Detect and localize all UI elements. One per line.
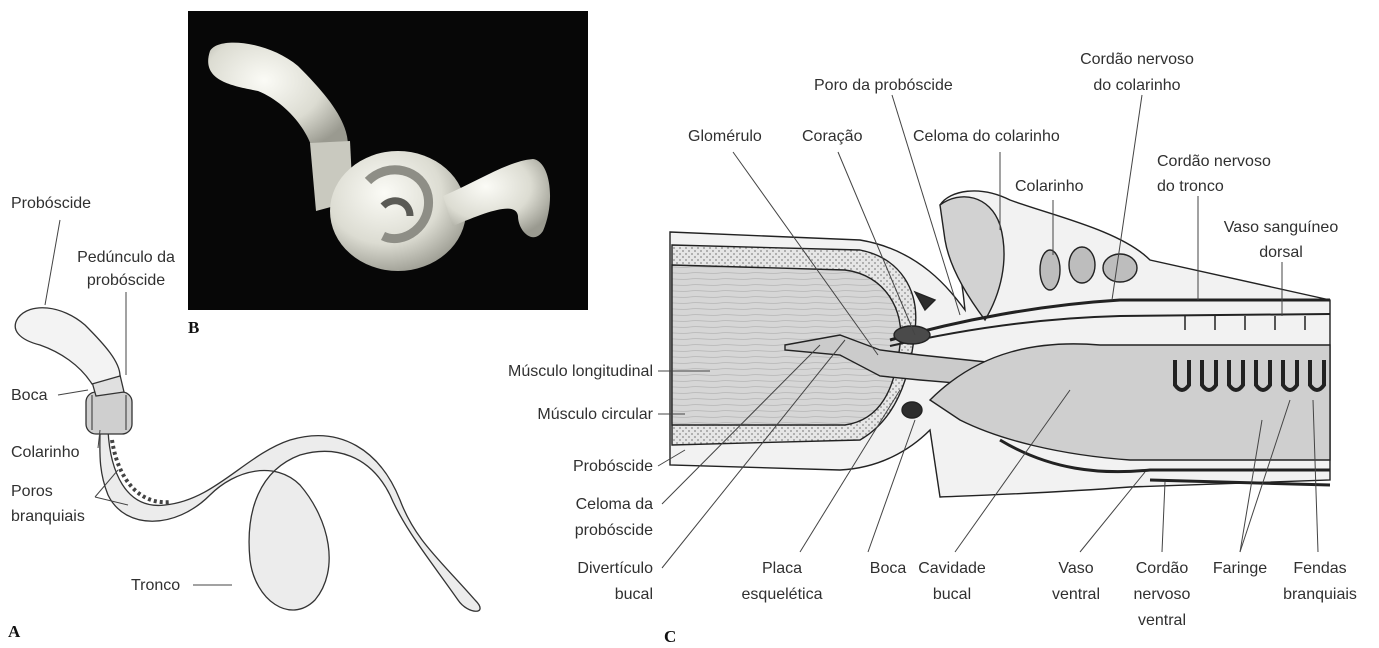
- label-a-gill-pores-1: Poros: [11, 481, 53, 502]
- label-c-longitudinal-muscle: Músculo longitudinal: [440, 361, 653, 382]
- label-a-peduncle-1: Pedúnculo da: [66, 247, 186, 268]
- label-c-buccal-cavity-2: bucal: [902, 584, 1002, 605]
- label-c-trunk-nerve-1: Cordão nervoso: [1157, 151, 1271, 172]
- label-c-collar-nerve-2: do colarinho: [1067, 75, 1207, 96]
- panel-label-a: A: [8, 622, 20, 642]
- label-c-diverticulum-2: bucal: [520, 584, 653, 605]
- label-c-gill-slits-2: branquiais: [1276, 584, 1364, 605]
- label-c-proboscis-pore: Poro da probóscide: [814, 75, 953, 96]
- label-c-ventral-vessel-2: ventral: [1040, 584, 1112, 605]
- label-c-proboscis-coelom-1: Celoma da: [520, 494, 653, 515]
- label-c-ventral-nerve-3: ventral: [1120, 610, 1204, 631]
- label-c-circular-muscle: Músculo circular: [440, 404, 653, 425]
- label-c-collar-coelom: Celoma do colarinho: [913, 126, 1060, 147]
- label-a-collar: Colarinho: [11, 442, 79, 463]
- label-a-trunk: Tronco: [131, 575, 180, 596]
- panel-label-c: C: [664, 627, 676, 647]
- label-c-heart: Coração: [802, 126, 862, 147]
- label-c-ventral-nerve-1: Cordão: [1120, 558, 1204, 579]
- label-c-diverticulum-1: Divertículo: [520, 558, 653, 579]
- label-a-mouth: Boca: [11, 385, 47, 406]
- label-c-trunk-nerve-2: do tronco: [1157, 176, 1224, 197]
- label-c-glomerulus: Glomérulo: [688, 126, 762, 147]
- label-c-ventral-vessel-1: Vaso: [1040, 558, 1112, 579]
- label-a-peduncle-2: probóscide: [66, 270, 186, 291]
- label-c-collar: Colarinho: [1015, 176, 1083, 197]
- label-c-gill-slits-1: Fendas: [1276, 558, 1364, 579]
- label-c-proboscis-coelom-2: probóscide: [520, 520, 653, 541]
- label-c-ventral-nerve-2: nervoso: [1120, 584, 1204, 605]
- label-c-collar-nerve-1: Cordão nervoso: [1067, 49, 1207, 70]
- label-c-dorsal-vessel-1: Vaso sanguíneo: [1206, 217, 1356, 238]
- label-c-proboscis: Probóscide: [440, 456, 653, 477]
- label-c-skeletal-plate-1: Placa: [727, 558, 837, 579]
- label-c-skeletal-plate-2: esquelética: [727, 584, 837, 605]
- label-c-dorsal-vessel-2: dorsal: [1206, 242, 1356, 263]
- worm-diagram-a: [15, 308, 480, 612]
- label-c-pharynx: Faringe: [1198, 558, 1282, 579]
- label-a-proboscis: Probóscide: [11, 193, 91, 214]
- label-c-buccal-cavity-1: Cavidade: [902, 558, 1002, 579]
- label-a-gill-pores-2: branquiais: [11, 506, 85, 527]
